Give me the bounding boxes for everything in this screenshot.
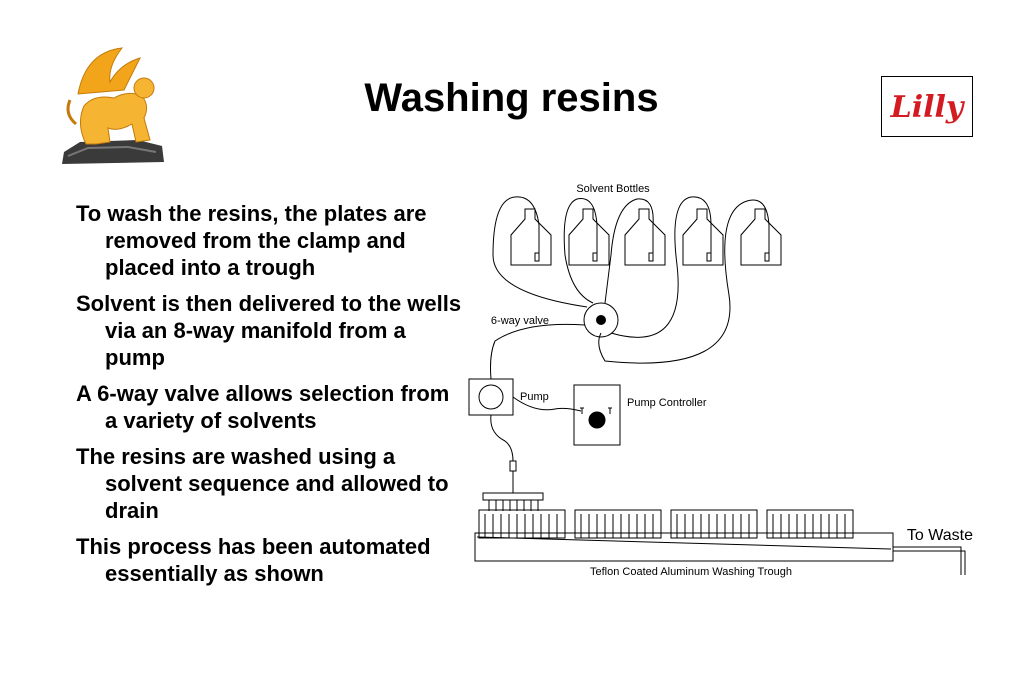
washing-trough xyxy=(474,532,966,575)
six-way-valve xyxy=(583,302,619,338)
solvent-bottle xyxy=(510,208,552,266)
resin-plate xyxy=(670,509,758,539)
bullet-item: The resins are washed using a solvent se… xyxy=(76,444,449,523)
to-waste-label: To Waste xyxy=(907,527,973,544)
in-line-connector xyxy=(509,460,517,493)
pump xyxy=(468,378,514,416)
solvent-bottle xyxy=(682,208,724,266)
resin-plates xyxy=(478,509,854,539)
solvent-tubing xyxy=(492,196,770,364)
lilly-text: Lilly xyxy=(890,90,966,125)
page-title: Washing resins xyxy=(364,76,659,120)
pump-cable xyxy=(512,396,582,412)
pump-controller xyxy=(573,384,621,446)
lilly-logo: Lilly xyxy=(881,76,973,137)
solvent-bottle xyxy=(740,208,782,266)
pump-label: Pump xyxy=(520,391,549,403)
valve-to-pump-tube xyxy=(490,323,586,380)
solvent-bottle xyxy=(568,208,610,266)
trough-label: Teflon Coated Aluminum Washing Trough xyxy=(590,566,792,578)
pump-controller-label: Pump Controller xyxy=(627,397,707,409)
valve-label: 6-way valve xyxy=(491,315,549,327)
bullet-item: This process has been automated essentia… xyxy=(76,534,431,586)
eight-way-manifold xyxy=(482,492,544,511)
lilly-wordmark: Lilly xyxy=(890,90,966,125)
bullet-item: Solvent is then delivered to the wells v… xyxy=(76,291,462,370)
bullet-list: To wash the resins, the plates are remov… xyxy=(76,200,466,596)
sphinx-logo xyxy=(62,47,164,164)
washing-apparatus-diagram: Solvent Bottles xyxy=(468,183,973,578)
solvent-bottles-label: Solvent Bottles xyxy=(576,183,650,195)
resin-plate xyxy=(478,509,566,539)
pump-to-manifold-tube xyxy=(490,414,514,462)
bullet-item: A 6-way valve allows selection from a va… xyxy=(76,381,450,433)
solvent-bottles xyxy=(510,208,782,266)
resin-plate xyxy=(766,509,854,539)
solvent-bottle xyxy=(624,208,666,266)
bullet-item: To wash the resins, the plates are remov… xyxy=(76,201,427,280)
resin-plate xyxy=(574,509,662,539)
